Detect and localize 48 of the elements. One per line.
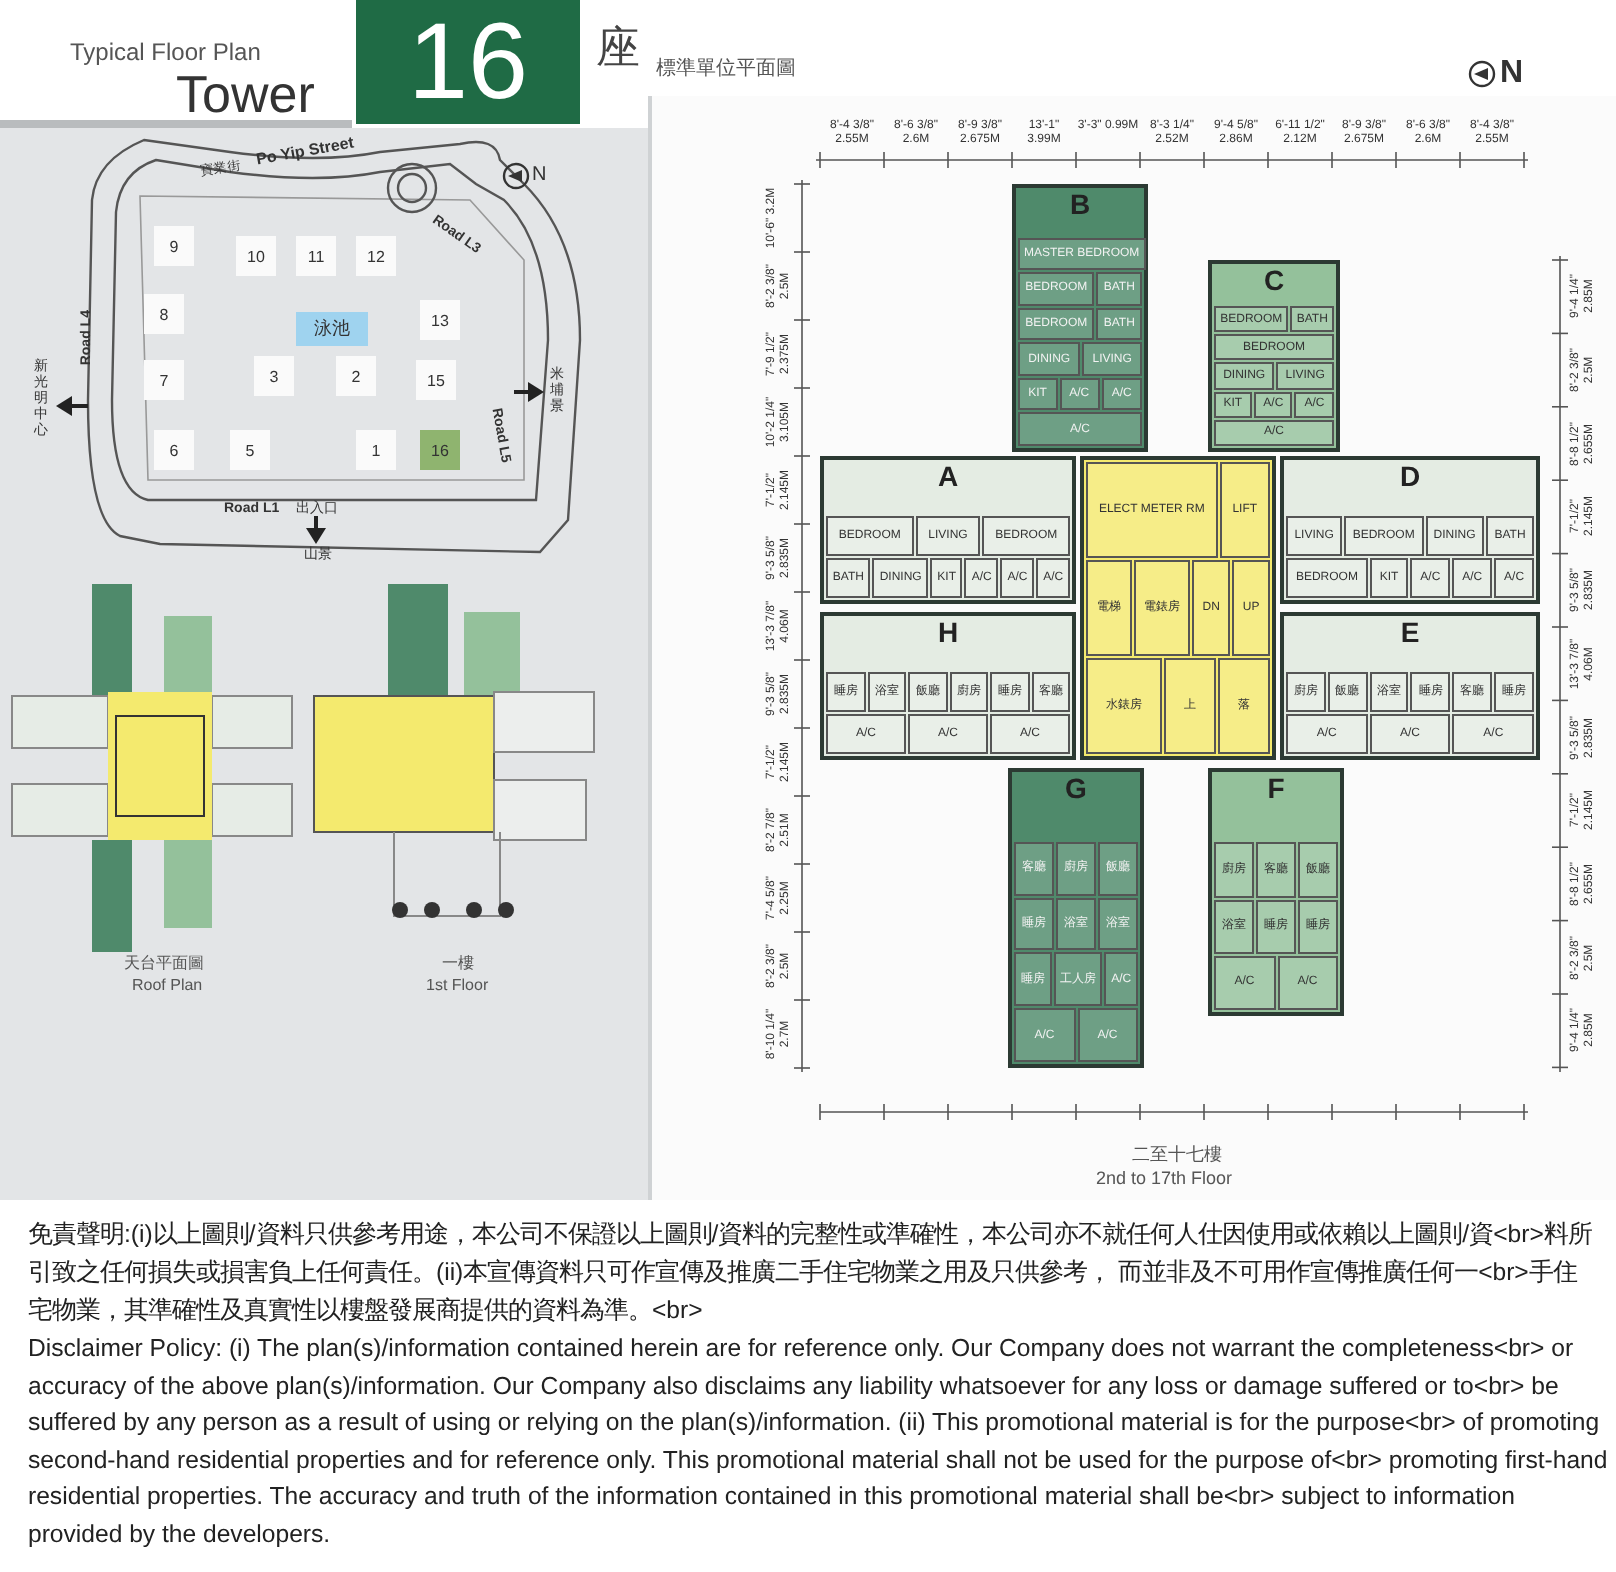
tower-block: 13 <box>420 300 460 340</box>
tower-block: 2 <box>336 356 376 396</box>
drawing-caption: 二至十七樓 <box>1132 1146 1222 1166</box>
tower-number: 16 <box>356 0 580 124</box>
drawing-caption: 1st Floor <box>426 978 489 996</box>
core-area <box>1080 456 1276 760</box>
street-name: Po Yip Street <box>255 135 356 171</box>
flat-unit <box>820 612 1076 760</box>
tower-block: 9 <box>154 226 194 266</box>
drawing-caption: 一樓 <box>442 956 474 974</box>
flat-unit <box>1008 768 1144 1068</box>
drawing-caption: 天台平面圖 <box>124 956 204 974</box>
tower-block: 10 <box>236 236 276 276</box>
tower-block: 3 <box>254 356 294 396</box>
heading-text: 座 <box>596 24 640 73</box>
unit-letter: A <box>937 460 959 492</box>
unit-letter: D <box>1399 460 1421 492</box>
unit-letter: G <box>1065 772 1087 804</box>
tower-block: 6 <box>154 430 194 470</box>
unit-letter: B <box>1069 188 1091 220</box>
tower-block: 16 <box>420 430 460 470</box>
flat-unit <box>1208 260 1340 452</box>
unit-letter: F <box>1267 772 1285 804</box>
unit-letter: H <box>937 616 959 648</box>
tower-block: 1 <box>356 430 396 470</box>
north-label: N <box>532 164 547 186</box>
drawing-caption: Roof Plan <box>132 978 203 996</box>
disclaimer-text: 免責聲明:(i)以上圖則/資料只供參考用途，本公司不保證以上圖則/資料的完整性或準確性，本公司亦不就任何人仕因使用或依賴以上圖則/資<br>料所引致之任何損失或損害負上任何責任。(ii)本宣傳資料只可作宣傳及推廣二手住宅物業之用及只供參考， 而並非及不可用作宣傳推廣任何一<br>手住宅物業，其準確性及真實性以樓盤發展商提供的資料為準。<br> <box>28 1218 1594 1328</box>
tower-block: 7 <box>144 360 184 400</box>
tower-block: 5 <box>230 430 270 470</box>
drawing-caption: 2nd to 17th Floor <box>1096 1170 1233 1190</box>
tower-block: 12 <box>356 236 396 276</box>
unit-letter: E <box>1400 616 1420 648</box>
disclaimer-text: Disclaimer Policy: (i) The plan(s)/information contained herein are for reference only. Our Company does not warrant the completeness<br> or accuracy of the above plan(s)/information. Our Company also disclaims any liability whatsoever for any loss or damage suffered or to<br> be suffered by any person as a result of using or relying on the plan(s)/information. (ii) This promotional material is for the purpose<br> of promoting second-hand residential properties and for reference only. This promotional material shall not be used for the purpose of<br> promoting first-hand residential properties. The accuracy and truth of the information contained in this promotional material shall be<br> subject to information provided by the developers. <box>28 1332 1610 1551</box>
tower-block: 8 <box>144 294 184 334</box>
flat-unit <box>1280 612 1540 760</box>
flat-unit <box>1012 184 1148 452</box>
plan-title: 標準單位平面圖 <box>656 58 796 80</box>
heading-text: Typical Floor Plan <box>70 40 261 67</box>
tower-block: 15 <box>416 360 456 400</box>
heading-text: Tower <box>176 66 315 124</box>
north-label: N <box>1500 56 1524 92</box>
tower-block: 11 <box>296 236 336 276</box>
pool-block: 泳池 <box>296 312 368 346</box>
flat-unit <box>1208 768 1344 1016</box>
flat-unit <box>1280 456 1540 604</box>
unit-letter: C <box>1263 264 1285 296</box>
flat-unit <box>820 456 1076 604</box>
